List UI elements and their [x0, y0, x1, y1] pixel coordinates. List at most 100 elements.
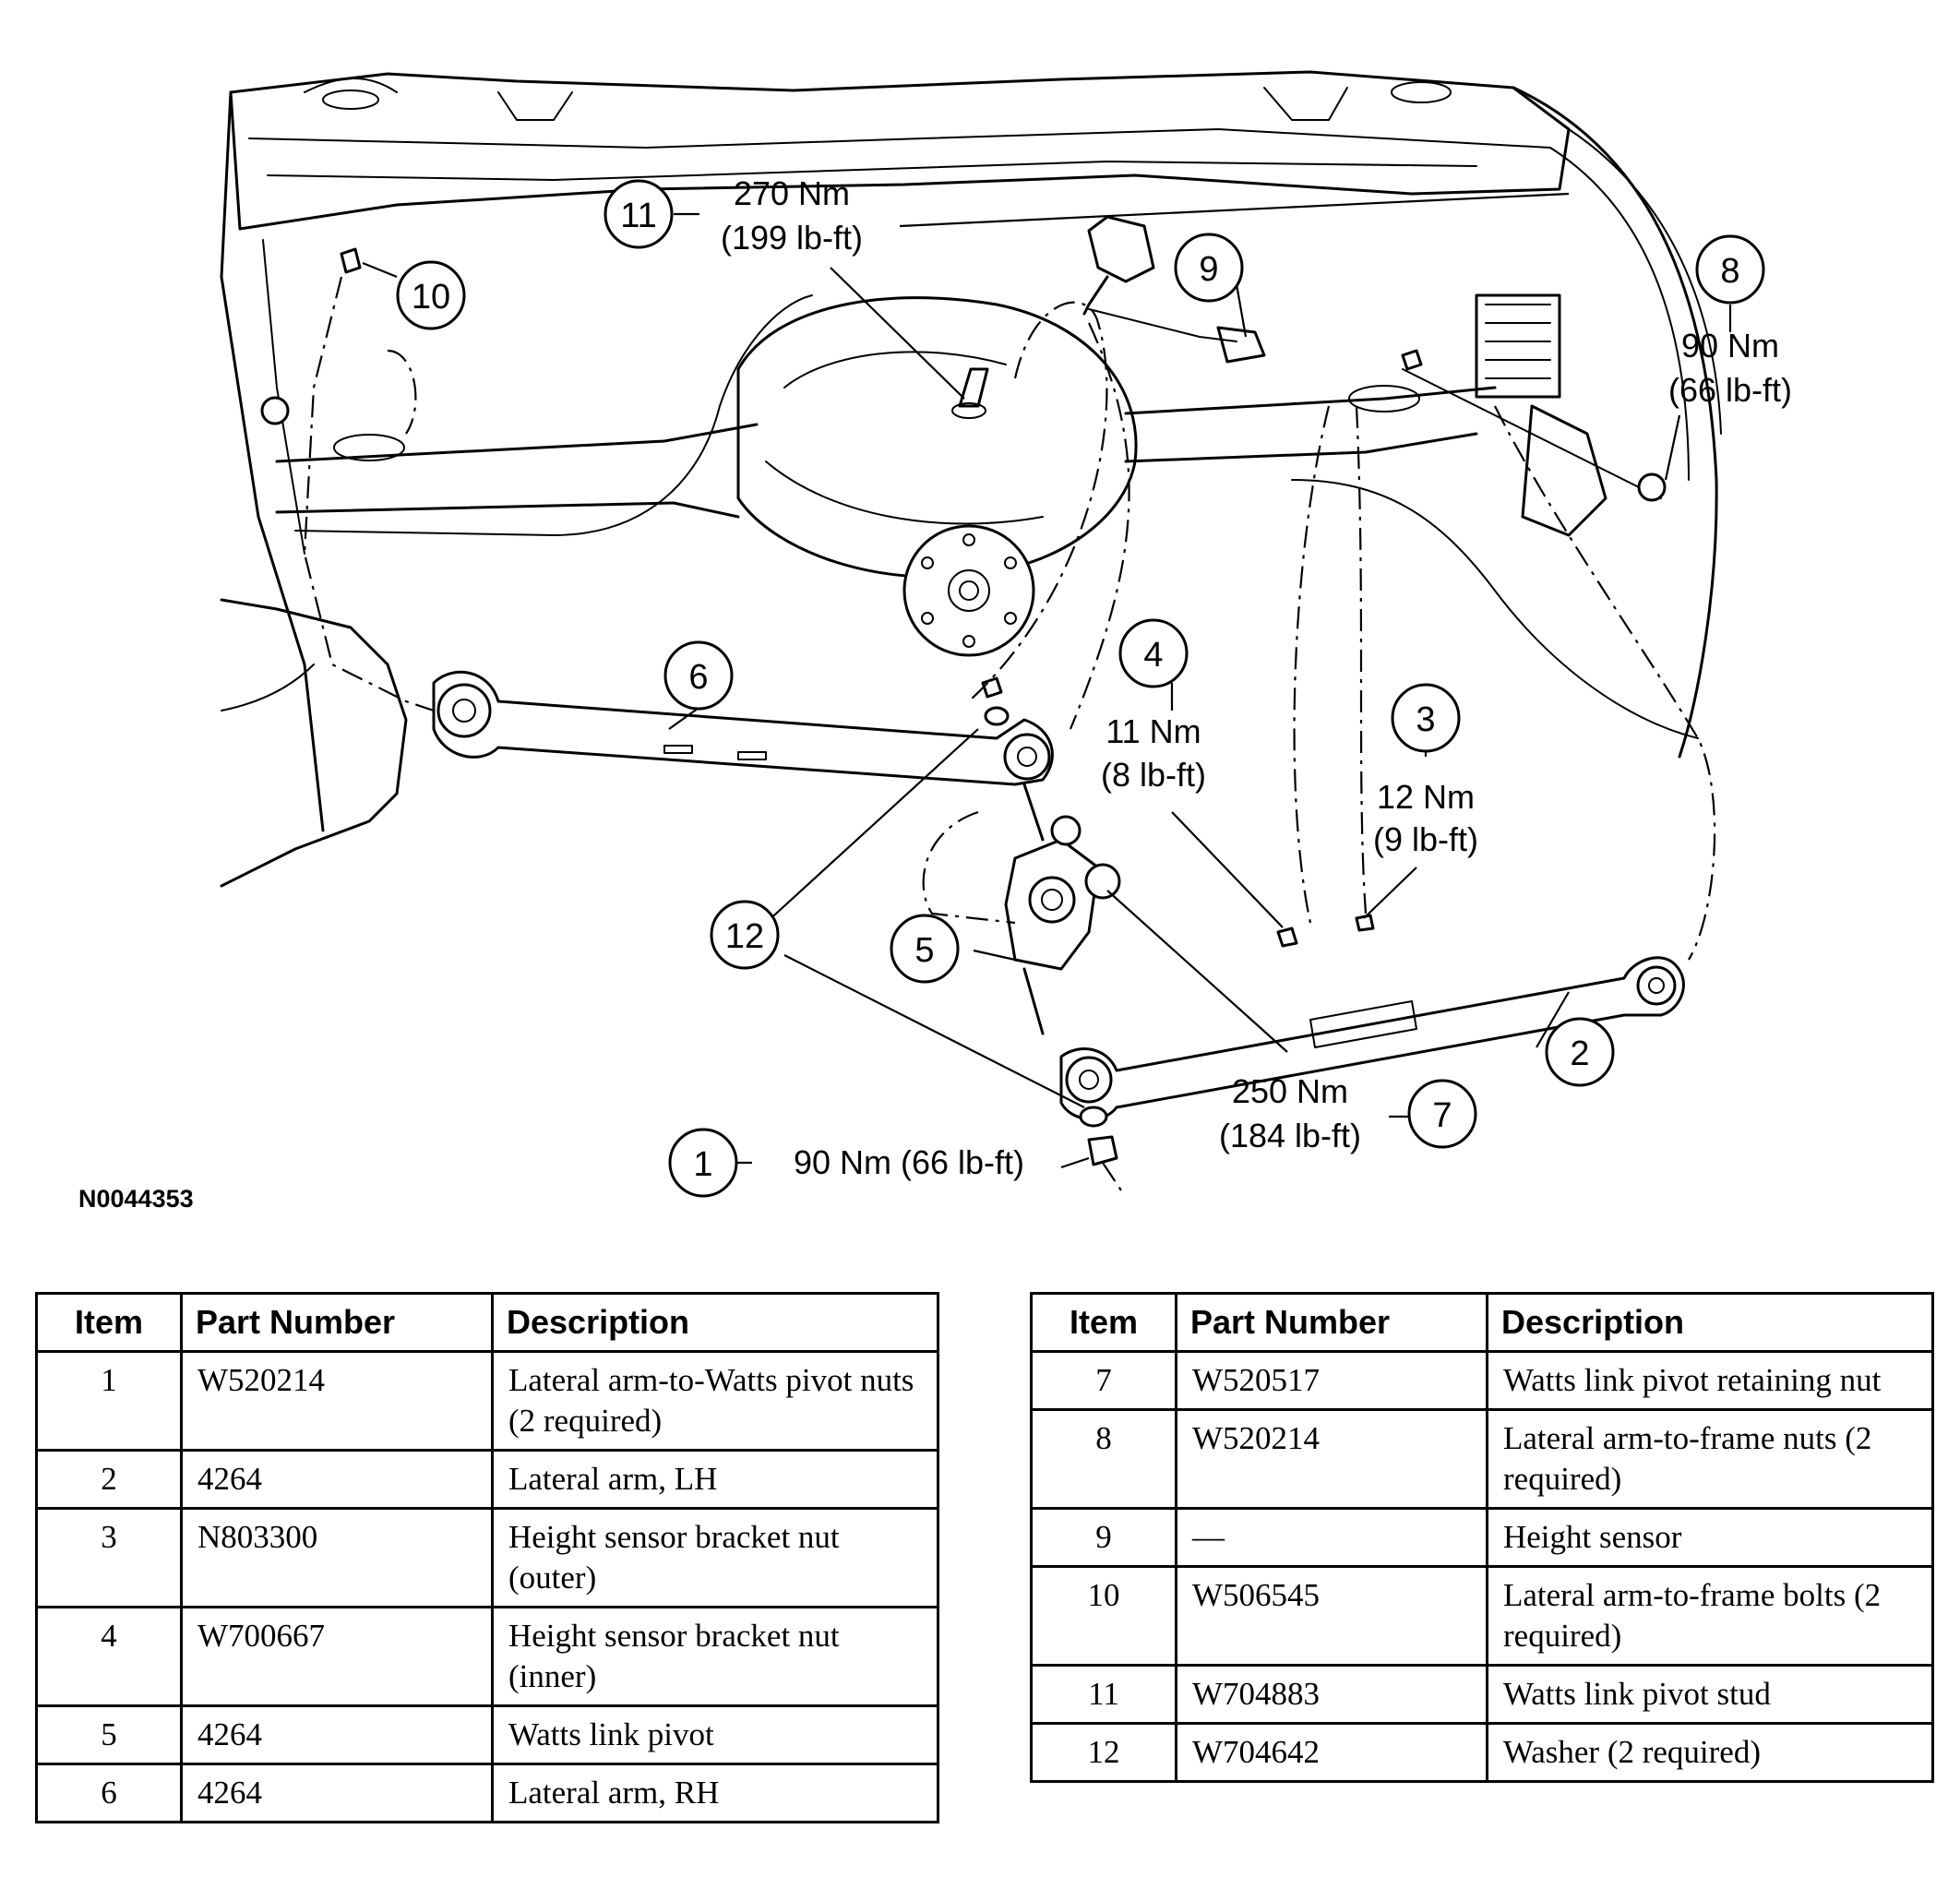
callout-8: 8 [1695, 234, 1765, 305]
header-item: Item [35, 1292, 183, 1353]
svg-text:11: 11 [620, 197, 656, 235]
callout-3: 3 [1391, 683, 1461, 753]
fasteners [260, 247, 1667, 1166]
cell-item: 5 [35, 1704, 183, 1765]
watts-link-pivot [1004, 783, 1121, 1035]
svg-text:10: 10 [412, 278, 450, 317]
table-row: 3 N803300 Height sensor bracket nut (out… [35, 1507, 939, 1608]
assembly-lines [303, 276, 1716, 1191]
cell-description: Washer (2 required) [1486, 1722, 1934, 1783]
cell-description: Watts link pivot retaining nut [1486, 1350, 1934, 1411]
svg-text:4: 4 [1143, 636, 1163, 675]
svg-text:7: 7 [1432, 1096, 1452, 1135]
cell-part-number: 4264 [180, 1763, 494, 1823]
cell-description: Watts link pivot [491, 1704, 939, 1765]
table-row: 7 W520517 Watts link pivot retaining nut [1030, 1350, 1934, 1411]
svg-text:5: 5 [914, 931, 934, 970]
table-row: 4 W700667 Height sensor bracket nut (inn… [35, 1606, 939, 1707]
torque-7-nm: 250 Nm [1232, 1072, 1348, 1110]
table-row: 5 4264 Watts link pivot [35, 1704, 939, 1765]
cell-item: 7 [1030, 1350, 1177, 1411]
exploded-diagram: 11 10 9 8 6 4 3 12 5 2 7 1 [78, 70, 1792, 1213]
svg-text:8: 8 [1720, 252, 1739, 291]
header-description: Description [491, 1292, 939, 1353]
table-row: 12 W704642 Washer (2 required) [1030, 1722, 1934, 1783]
right-spring [1402, 293, 1662, 537]
header-description: Description [1486, 1292, 1934, 1353]
torque-3-nm: 12 Nm [1377, 778, 1475, 816]
torque-11-lbft: (199 lb-ft) [721, 219, 863, 257]
parts-table-left: Item Part Number Description 1 W520214 L… [35, 1292, 939, 1823]
svg-text:1: 1 [693, 1145, 712, 1184]
callout-11: 11 [604, 179, 674, 249]
torque-7-lbft: (184 lb-ft) [1219, 1117, 1361, 1154]
figure-id: N0044353 [78, 1185, 194, 1213]
pivot-stud [951, 367, 989, 419]
svg-text:9: 9 [1199, 250, 1218, 289]
table-header-row: Item Part Number Description [1030, 1292, 1934, 1353]
cell-part-number: W520214 [180, 1350, 494, 1452]
callout-6: 6 [663, 640, 734, 711]
parts-table-right: Item Part Number Description 7 W520517 W… [1030, 1292, 1934, 1783]
table-row: 10 W506545 Lateral arm-to-frame bolts (2… [1030, 1565, 1934, 1667]
cell-description: Lateral arm, LH [491, 1449, 939, 1510]
lateral-arm-rh [432, 670, 1054, 786]
frame-crossmember [220, 70, 1722, 832]
header-part-number: Part Number [180, 1292, 494, 1353]
svg-text:2: 2 [1570, 1034, 1589, 1073]
cell-part-number: — [1175, 1507, 1488, 1568]
table-row: 8 W520214 Lateral arm-to-frame nuts (2 r… [1030, 1408, 1934, 1510]
torque-4-lbft: (8 lb-ft) [1101, 756, 1206, 794]
cell-description: Lateral arm-to-frame bolts (2 required) [1486, 1565, 1934, 1667]
cell-description: Height sensor [1486, 1507, 1934, 1568]
torque-11-nm: 270 Nm [734, 174, 850, 212]
cell-item: 3 [35, 1507, 183, 1608]
callout-7: 7 [1407, 1079, 1477, 1149]
torque-3-lbft: (9 lb-ft) [1373, 820, 1478, 858]
table-header-row: Item Part Number Description [35, 1292, 939, 1353]
torque-8-nm: 90 Nm [1681, 327, 1779, 365]
cell-part-number: W506545 [1175, 1565, 1488, 1667]
cell-part-number: N803300 [180, 1507, 494, 1608]
callout-4: 4 [1118, 618, 1189, 688]
torque-1: 90 Nm (66 lb-ft) [794, 1143, 1024, 1181]
callout-10: 10 [396, 260, 466, 330]
cell-part-number: W704642 [1175, 1722, 1488, 1783]
callout-2: 2 [1545, 1017, 1615, 1087]
svg-text:6: 6 [688, 658, 708, 697]
svg-text:3: 3 [1416, 700, 1435, 739]
cell-item: 11 [1030, 1664, 1177, 1725]
table-row: 6 4264 Lateral arm, RH [35, 1763, 939, 1823]
cell-item: 4 [35, 1606, 183, 1707]
cell-description: Lateral arm-to-frame nuts (2 required) [1486, 1408, 1934, 1510]
cell-item: 9 [1030, 1507, 1177, 1568]
cell-description: Height sensor bracket nut (outer) [491, 1507, 939, 1608]
table-row: 2 4264 Lateral arm, LH [35, 1449, 939, 1510]
table-row: 1 W520214 Lateral arm-to-Watts pivot nut… [35, 1350, 939, 1452]
svg-text:12: 12 [725, 917, 764, 956]
callout-9: 9 [1174, 233, 1244, 303]
table-row: 11 W704883 Watts link pivot stud [1030, 1664, 1934, 1725]
cell-part-number: W520214 [1175, 1408, 1488, 1510]
callout-12: 12 [710, 900, 780, 970]
cell-item: 6 [35, 1763, 183, 1823]
cell-item: 10 [1030, 1565, 1177, 1667]
cell-item: 8 [1030, 1408, 1177, 1510]
cell-part-number: W520517 [1175, 1350, 1488, 1411]
torque-4-nm: 11 Nm [1105, 712, 1201, 750]
cell-description: Lateral arm-to-Watts pivot nuts (2 requi… [491, 1350, 939, 1452]
torque-8-lbft: (66 lb-ft) [1668, 371, 1792, 409]
cell-part-number: 4264 [180, 1449, 494, 1510]
cell-item: 12 [1030, 1722, 1177, 1783]
rear-axle [275, 294, 1699, 739]
cell-description: Height sensor bracket nut (inner) [491, 1606, 939, 1707]
table-row: 9 — Height sensor [1030, 1507, 1934, 1568]
cell-description: Watts link pivot stud [1486, 1664, 1934, 1725]
body-panel [220, 598, 408, 888]
cell-item: 1 [35, 1350, 183, 1452]
cell-description: Lateral arm, RH [491, 1763, 939, 1823]
cell-part-number: 4264 [180, 1704, 494, 1765]
cell-item: 2 [35, 1449, 183, 1510]
header-item: Item [1030, 1292, 1177, 1353]
cell-part-number: W704883 [1175, 1664, 1488, 1725]
